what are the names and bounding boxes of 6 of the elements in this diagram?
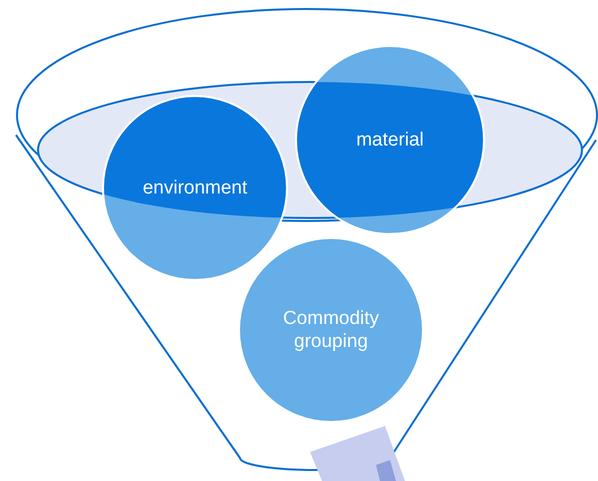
circle-node bbox=[238, 237, 424, 423]
circle-node bbox=[102, 95, 288, 281]
circle-label: environment bbox=[142, 176, 248, 200]
circle-label: Commodity grouping bbox=[282, 307, 380, 353]
circle-label: material bbox=[355, 128, 425, 152]
circle-node bbox=[295, 45, 485, 235]
